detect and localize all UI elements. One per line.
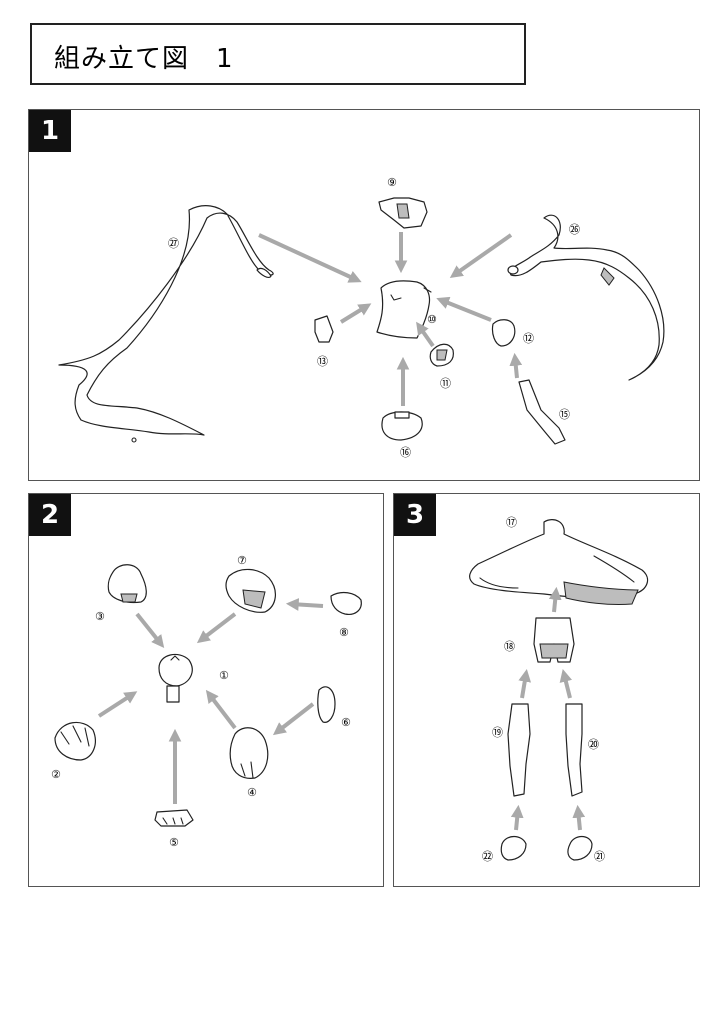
part-7 bbox=[225, 568, 276, 613]
title-box: 組み立て図 1 bbox=[30, 23, 526, 85]
part-label-7: ⑦ bbox=[237, 554, 247, 567]
part-4 bbox=[229, 727, 269, 779]
arrow-11-to-10 bbox=[416, 321, 435, 348]
part-label-11: ⑪ bbox=[440, 377, 451, 390]
arrow-21-to-20 bbox=[572, 804, 586, 831]
part-label-1: ① bbox=[219, 669, 229, 682]
part-label-15: ⑮ bbox=[559, 408, 570, 421]
part-label-21: ㉑ bbox=[594, 850, 605, 863]
part-label-12: ⑫ bbox=[523, 332, 534, 345]
part-label-17: ⑰ bbox=[506, 516, 517, 529]
part-label-13: ⑬ bbox=[317, 355, 328, 368]
part-18-shorts bbox=[533, 617, 575, 663]
part-label-2: ② bbox=[51, 768, 61, 781]
part-2-hair bbox=[54, 721, 96, 761]
part-9 bbox=[378, 197, 428, 229]
page-title: 組み立て図 1 bbox=[54, 44, 234, 74]
part-5 bbox=[154, 809, 194, 827]
panel-3-diagram: ⑰ ⑱ ⑲ ⑳ ㉒ ㉑ bbox=[469, 516, 649, 863]
arrow-15-to-12 bbox=[509, 352, 523, 379]
arrow-20-to-18 bbox=[559, 669, 573, 699]
part-11 bbox=[429, 343, 454, 367]
part-19-leg bbox=[507, 703, 531, 797]
arrow-3-to-1 bbox=[135, 612, 165, 648]
part-label-3: ③ bbox=[95, 610, 105, 623]
part-label-10: ⑩ bbox=[427, 313, 437, 326]
arrow-26-to-10 bbox=[449, 233, 513, 278]
part-17-skirt bbox=[469, 519, 649, 606]
arrow-22-to-19 bbox=[510, 804, 524, 831]
part-label-20: ⑳ bbox=[588, 738, 599, 751]
part-label-8: ⑧ bbox=[339, 626, 349, 639]
part-8 bbox=[330, 591, 362, 615]
arrow-2-to-1 bbox=[97, 691, 138, 718]
part-1-head bbox=[158, 653, 193, 703]
part-label-6: ⑥ bbox=[341, 716, 351, 729]
arrow-4-to-1 bbox=[205, 689, 237, 730]
part-22-shoe bbox=[500, 835, 527, 861]
panel-2-diagram: ① ③ ⑦ ⑧ ② ⑥ bbox=[51, 554, 362, 849]
part-20-leg bbox=[565, 703, 583, 797]
part-27-ribbon bbox=[58, 205, 274, 443]
part-label-4: ④ bbox=[247, 786, 257, 799]
arrow-6-to-4 bbox=[272, 702, 315, 736]
part-13 bbox=[314, 315, 334, 343]
part-label-19: ⑲ bbox=[492, 726, 503, 739]
panel-2-number: 2 bbox=[29, 494, 71, 536]
part-16 bbox=[381, 411, 423, 441]
part-12 bbox=[491, 319, 516, 347]
panel-3-number: 3 bbox=[394, 494, 436, 536]
part-26-ribbon bbox=[507, 214, 665, 381]
part-15-arm bbox=[518, 379, 566, 445]
panel-1-number: 1 bbox=[29, 110, 71, 152]
part-label-9: ⑨ bbox=[387, 176, 397, 189]
arrow-18-to-17 bbox=[548, 586, 562, 613]
panel-1: 1 ㉗ ㉖ ⑨ ⑩ bbox=[28, 109, 700, 481]
arrow-27-to-10 bbox=[258, 233, 362, 283]
part-label-16: ⑯ bbox=[400, 446, 411, 459]
part-6 bbox=[317, 686, 336, 723]
part-label-26: ㉖ bbox=[569, 223, 580, 236]
part-label-27: ㉗ bbox=[168, 237, 179, 250]
part-3 bbox=[107, 564, 147, 604]
arrow-12-to-10 bbox=[436, 296, 492, 322]
arrow-8-to-7 bbox=[285, 598, 324, 611]
panel-2: 2 ① ③ ⑦ ⑧ ② bbox=[28, 493, 384, 887]
panel-1-diagram: ㉗ ㉖ ⑨ ⑩ ⑪ ⑬ bbox=[58, 176, 665, 459]
part-label-18: ⑱ bbox=[504, 640, 515, 653]
part-label-22: ㉒ bbox=[482, 850, 493, 863]
part-label-5: ⑤ bbox=[169, 836, 179, 849]
arrow-7-to-1 bbox=[196, 612, 237, 644]
part-21-shoe bbox=[567, 835, 593, 861]
arrow-13-to-10 bbox=[339, 303, 372, 324]
panel-3: 3 ⑰ ⑱ ⑲ ⑳ ㉒ ㉑ bbox=[393, 493, 700, 887]
arrow-19-to-18 bbox=[518, 668, 532, 699]
